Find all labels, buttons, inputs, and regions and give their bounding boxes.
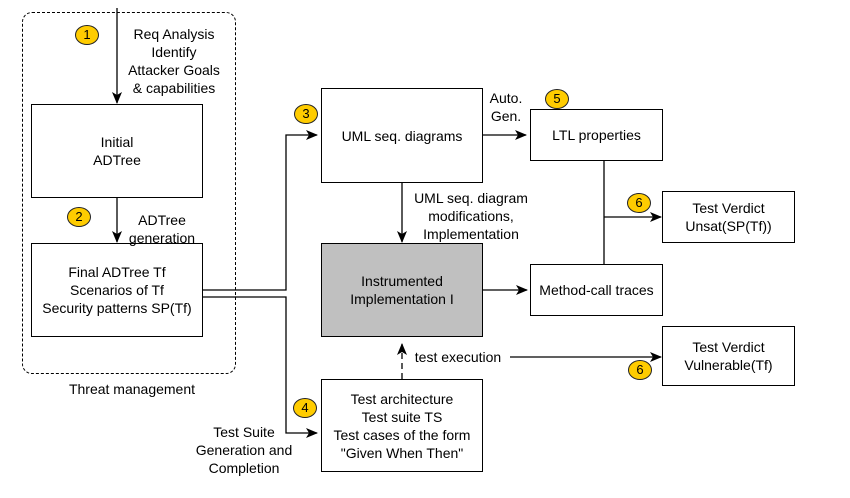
step-badge-4: 4: [293, 398, 317, 418]
node-instrumented-text: Instrumented Implementation I: [350, 273, 454, 307]
step-badge-6a: 6: [627, 193, 651, 213]
node-verdict-vuln-text: Test Verdict Vulnerable(Tf): [684, 339, 773, 373]
node-final-adtree[interactable]: Final ADTree Tf Scenarios of Tf Security…: [31, 243, 203, 337]
node-method-call-traces[interactable]: Method-call traces: [530, 264, 663, 316]
label-test-suite-generation: Test Suite Generation and Completion: [195, 424, 293, 476]
node-initial-adtree-text: Initial ADTree: [93, 134, 141, 168]
edge-to-test-arch: [202, 296, 318, 438]
label-auto-gen: Auto. Gen.: [489, 90, 523, 124]
step-badge-1: 1: [75, 25, 99, 45]
node-test-architecture[interactable]: Test architecture Test suite TS Test cas…: [321, 379, 483, 472]
group-label-threat-management: Threat management: [68, 381, 196, 397]
node-verdict-vulnerable[interactable]: Test Verdict Vulnerable(Tf): [662, 326, 795, 386]
step-badge-6b: 6: [628, 360, 652, 380]
node-verdict-unsat-text: Test Verdict Unsat(SP(Tf)): [685, 200, 772, 234]
step-badge-5: 5: [545, 89, 569, 109]
node-initial-adtree[interactable]: Initial ADTree: [31, 104, 203, 198]
node-ltl-properties[interactable]: LTL properties: [530, 109, 663, 161]
step-badge-2: 2: [67, 207, 91, 227]
node-ltl-text: LTL properties: [552, 127, 641, 143]
label-uml-modifications: UML seq. diagram modifications, Implemen…: [414, 190, 528, 242]
edge-to-uml: [202, 130, 318, 291]
label-adtree-generation: ADTree generation: [128, 212, 196, 246]
node-uml-seq-text: UML seq. diagrams: [341, 127, 463, 144]
step-badge-3: 3: [294, 104, 318, 124]
threat-management-group: [22, 12, 236, 374]
node-uml-seq-diagrams[interactable]: UML seq. diagrams: [321, 88, 483, 183]
node-method-traces-text: Method-call traces: [539, 282, 654, 298]
label-test-execution: test execution: [414, 349, 502, 365]
node-instrumented-implementation[interactable]: Instrumented Implementation I: [321, 243, 483, 337]
node-final-adtree-text: Final ADTree Tf Scenarios of Tf Security…: [42, 264, 192, 316]
node-test-arch-text: Test architecture Test suite TS Test cas…: [333, 390, 471, 461]
label-req-analysis: Req Analysis Identify Attacker Goals & c…: [128, 26, 220, 96]
node-verdict-unsat[interactable]: Test Verdict Unsat(SP(Tf)): [662, 191, 795, 243]
